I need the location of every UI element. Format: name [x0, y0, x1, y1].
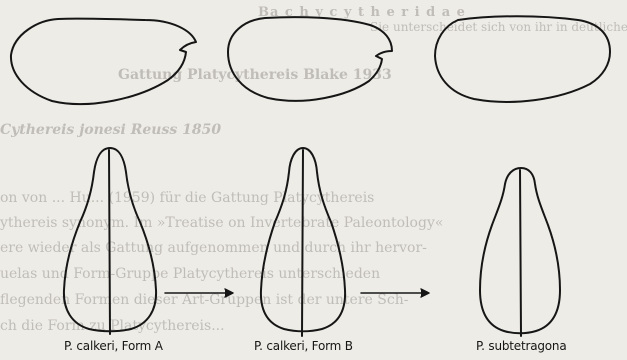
form-b-direction-arrow [361, 289, 429, 297]
subtetragona-center-line [520, 170, 521, 336]
form-b-lateral-outline [228, 17, 392, 101]
form-a-direction-arrow [165, 289, 233, 297]
subtetragona-lateral-outline [435, 16, 610, 102]
caption-subtetragona: P. subtetragona [476, 339, 566, 353]
form-a-lateral-outline [11, 19, 196, 104]
form-a-center-line [109, 150, 110, 334]
caption-form-b: P. calkeri, Form B [254, 339, 353, 353]
caption-form-a: P. calkeri, Form A [64, 339, 163, 353]
form-b-center-line [302, 150, 303, 336]
